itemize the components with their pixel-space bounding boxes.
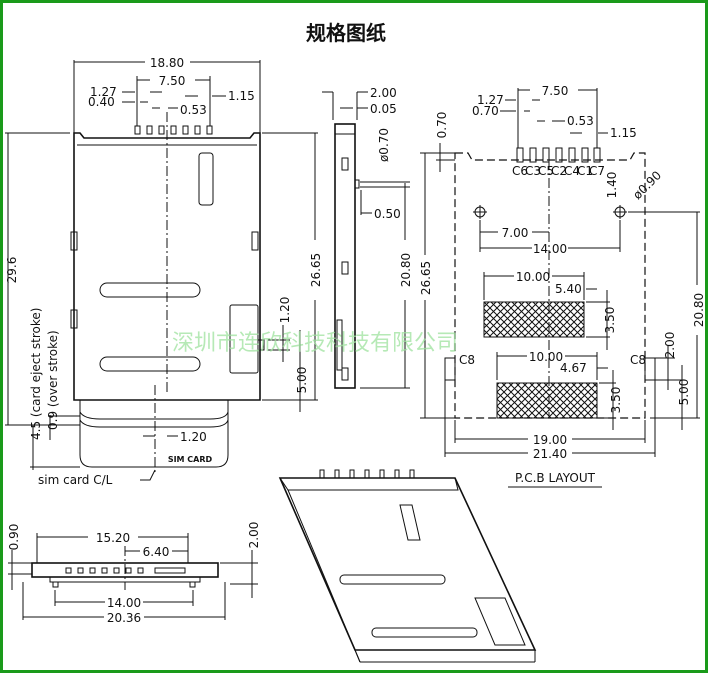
dim-pitch: 1.27 xyxy=(90,85,117,99)
bottom-dim-h1: 0.90 xyxy=(7,524,21,551)
pcb-dim-c8-offset: 5.00 xyxy=(677,379,691,406)
dim-peg: ø0.70 xyxy=(377,128,391,162)
pcb-dim-half: 7.00 xyxy=(502,226,529,240)
bottom-dim-pegs: 14.00 xyxy=(107,596,141,610)
sim-card-cl-label: sim card C/L xyxy=(38,473,113,487)
dim-thick: 2.00 xyxy=(370,86,397,100)
pcb-dim-pad-width: 0.70 xyxy=(472,104,499,118)
dim-side-length: 20.80 xyxy=(399,253,413,287)
bottom-dim-b: 6.40 xyxy=(143,545,170,559)
pcb-dim-span: 7.50 xyxy=(542,84,569,98)
bottom-dim-total: 20.36 xyxy=(107,611,141,625)
pcb-contact-pads xyxy=(516,147,601,163)
contact-label: C3 xyxy=(525,164,541,178)
sim-card-label: SIM CARD xyxy=(168,455,213,464)
hatched-pad xyxy=(496,382,598,419)
dim-depth: 26.65 xyxy=(309,253,323,287)
contact-label: C1 xyxy=(577,164,593,178)
pcb-dim-pad2-height: 3.50 xyxy=(609,387,623,414)
pcb-dim-outer: 21.40 xyxy=(533,447,567,461)
contact-label: C5 xyxy=(538,164,554,178)
pcb-dim-pad1-width: 10.00 xyxy=(516,270,550,284)
dim-5: 5.00 xyxy=(295,367,309,394)
pcb-dim-hole-offset: 1.40 xyxy=(605,172,619,199)
dim-offset: 0.53 xyxy=(180,103,207,117)
pcb-dim-hole: ø0.90 xyxy=(630,168,664,202)
top-view: SIM CARD sim card C/L 18.80 7.50 1.27 0.… xyxy=(5,56,323,487)
pcb-dim-pad2-width: 10.00 xyxy=(529,350,563,364)
bottom-dim-h2: 2.00 xyxy=(247,522,261,549)
pcb-dim-c8-height: 2.00 xyxy=(663,332,677,359)
slot xyxy=(99,282,201,298)
pcb-dim-pad1-height: 3.50 xyxy=(603,307,617,334)
technical-drawing: 规格图纸 SIM CARD sim card C/L 18.80 7.50 1.… xyxy=(5,21,705,663)
eject-stroke-label: 4.5 (card eject stroke) xyxy=(29,308,43,440)
bottom-view: 15.20 6.40 14.00 20.36 0.90 2.00 xyxy=(7,522,261,625)
pcb-dim-edge: 1.15 xyxy=(610,126,637,140)
dim-cl-offset: 1.20 xyxy=(180,430,207,444)
pcb-dim-inner: 19.00 xyxy=(533,433,567,447)
page-title: 规格图纸 xyxy=(306,21,386,45)
c8-label: C8 xyxy=(630,353,646,367)
c8-label: C8 xyxy=(459,353,475,367)
hatched-pad xyxy=(483,301,585,338)
side-view: 2.00 0.05 ø0.70 0.50 20.80 xyxy=(322,86,413,389)
contact-label: C4 xyxy=(564,164,580,178)
dim-pitch-span: 7.50 xyxy=(159,74,186,88)
c8-pad xyxy=(644,357,656,381)
contact-label: C6 xyxy=(512,164,528,178)
pcb-dim-top: 0.70 xyxy=(435,112,449,139)
pcb-dim-pad1-offset: 5.40 xyxy=(555,282,582,296)
pcb-dim-offset: 0.53 xyxy=(567,114,594,128)
pcb-layout: C6 C3 C5 C2 C4 C1 C7 C8 C8 7.50 1.27 0.7… xyxy=(419,84,705,488)
slot xyxy=(99,356,201,372)
dim-1-20: 1.20 xyxy=(278,297,292,324)
dim-length: 29.6 xyxy=(5,257,19,284)
pcb-dim-pitch: 1.27 xyxy=(477,93,504,107)
bottom-dim-a: 15.20 xyxy=(96,531,130,545)
contact-label: C2 xyxy=(551,164,567,178)
contact-pins xyxy=(134,125,213,135)
pcb-layout-title: P.C.B LAYOUT xyxy=(515,471,596,485)
dim-width: 18.80 xyxy=(150,56,184,70)
dim-pin-width: 0.40 xyxy=(88,95,115,109)
dim-gap: 0.05 xyxy=(370,102,397,116)
pcb-dim-length: 26.65 xyxy=(419,261,433,295)
contact-label: C7 xyxy=(589,164,605,178)
pcb-dim-holes: 14.00 xyxy=(533,242,567,256)
isometric-view xyxy=(278,469,537,663)
dim-edge: 1.15 xyxy=(228,89,255,103)
over-stroke-label: 0.9 (over stroke) xyxy=(46,330,60,430)
pcb-dim-pad2-offset: 4.67 xyxy=(560,361,587,375)
dim-peg-offset: 0.50 xyxy=(374,207,401,221)
watermark: 深圳市连欣科技科技有限公司 xyxy=(172,331,458,356)
pcb-dim-hole-length: 20.80 xyxy=(692,293,705,327)
c8-pad xyxy=(444,357,456,381)
